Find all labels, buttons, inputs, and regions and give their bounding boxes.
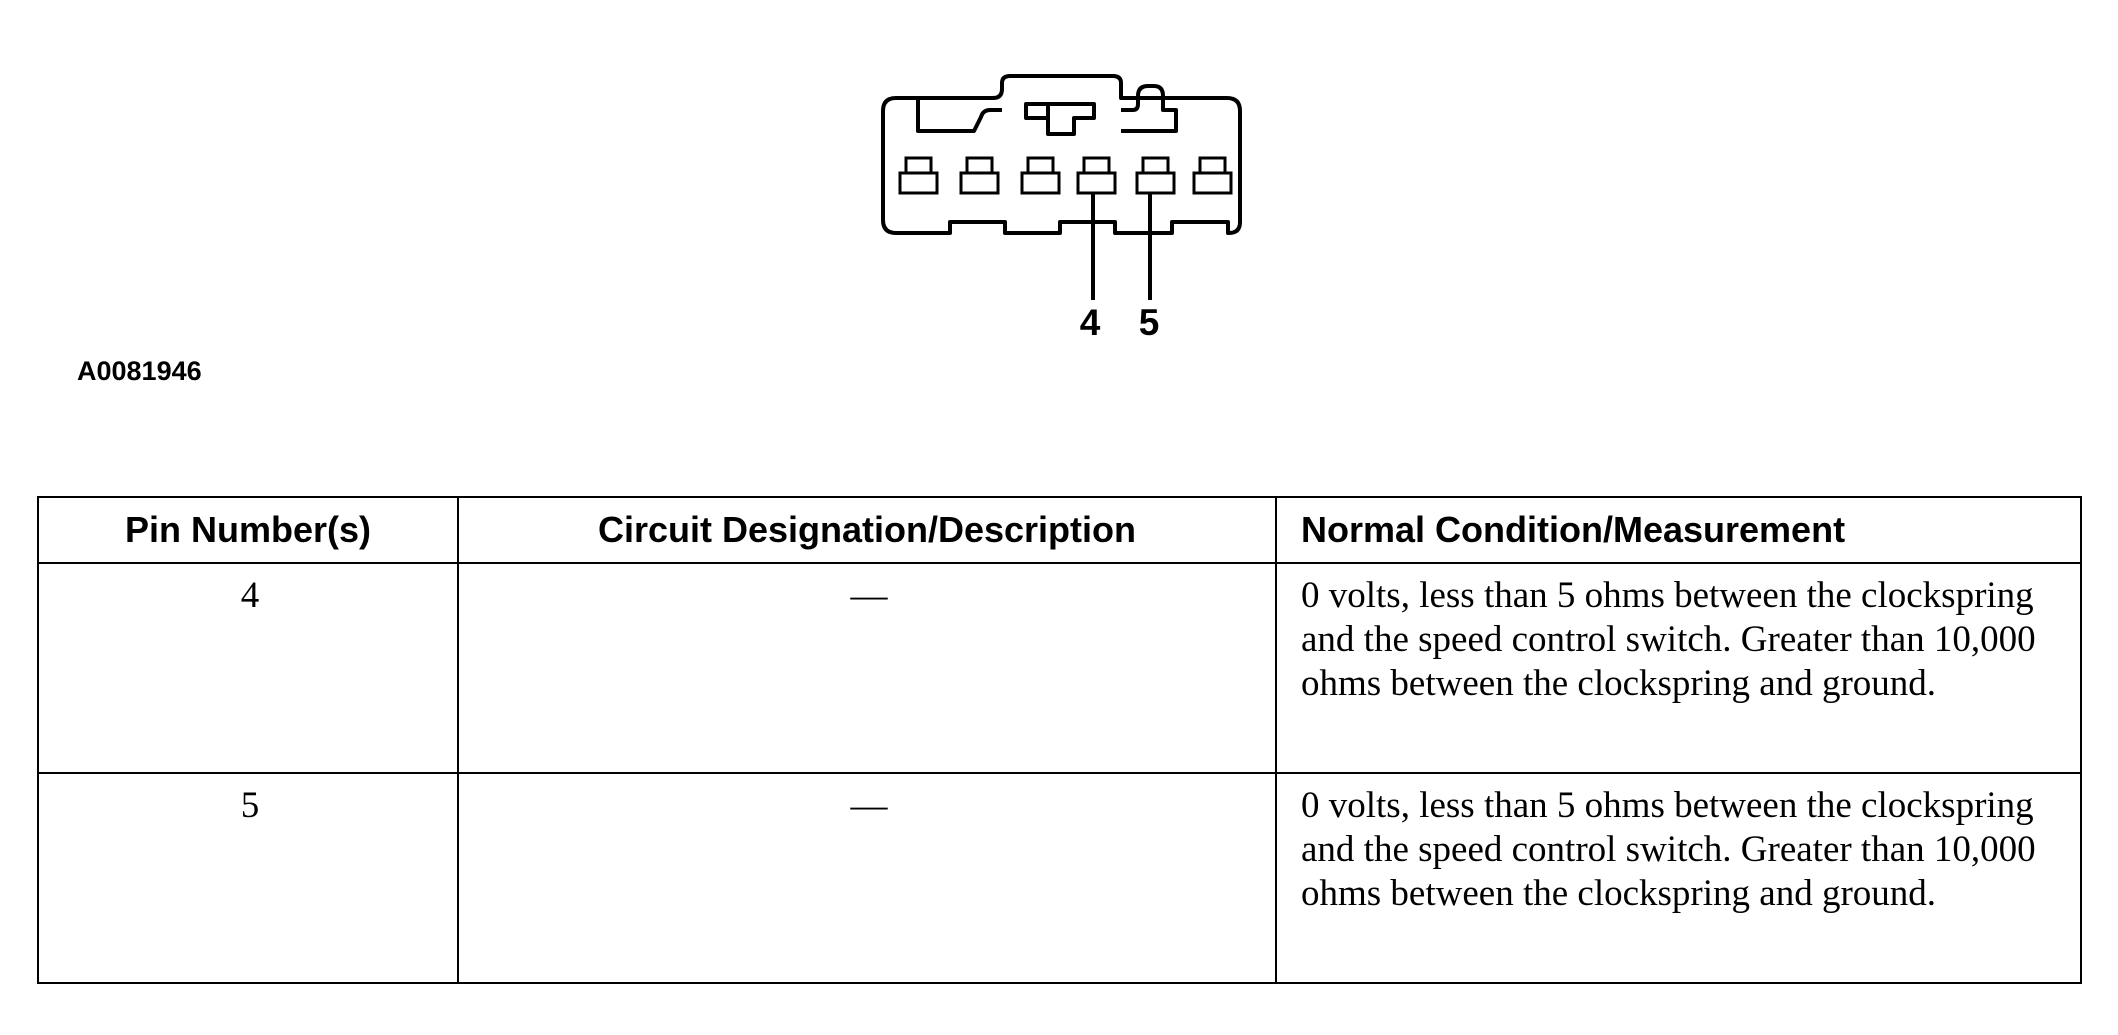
cell-pin-number: 5 [37, 772, 459, 984]
pin-5-callout: 5 [1139, 302, 1160, 343]
figure-id: A0081946 [77, 356, 202, 386]
connector-key [1024, 102, 1096, 136]
cell-normal-condition: 0 volts, less than 5 ohms between the cl… [1275, 562, 2082, 774]
header-circuit-description: Circuit Designation/Description [457, 496, 1277, 564]
table-header-row: Pin Number(s) Circuit Designation/Descri… [37, 496, 2082, 564]
cell-pin-number: 4 [37, 562, 459, 774]
cell-normal-condition: 0 volts, less than 5 ohms between the cl… [1275, 772, 2082, 984]
table-row: 5 — 0 volts, less than 5 ohms between th… [37, 772, 2082, 984]
pinout-table: Pin Number(s) Circuit Designation/Descri… [37, 496, 2082, 984]
pin-4-callout: 4 [1080, 302, 1101, 343]
connector-housing [881, 74, 1242, 235]
connector-face-diagram: 4 5 [881, 74, 1242, 343]
terminal-cavities [898, 156, 1233, 195]
terminal-cavity [959, 156, 1000, 195]
terminal-cavity [1192, 156, 1233, 195]
cell-circuit-description: — [457, 772, 1277, 984]
terminal-cavity [1076, 156, 1117, 195]
connector-left-latch [916, 100, 1002, 133]
terminal-cavity [1135, 156, 1176, 195]
terminal-cavity [898, 156, 939, 195]
connector-right-latch [1121, 84, 1178, 133]
header-normal-condition: Normal Condition/Measurement [1275, 496, 2082, 564]
cell-circuit-description: — [457, 562, 1277, 774]
header-pin-number: Pin Number(s) [37, 496, 459, 564]
table-row: 4 — 0 volts, less than 5 ohms between th… [37, 562, 2082, 774]
terminal-cavity [1020, 156, 1061, 195]
